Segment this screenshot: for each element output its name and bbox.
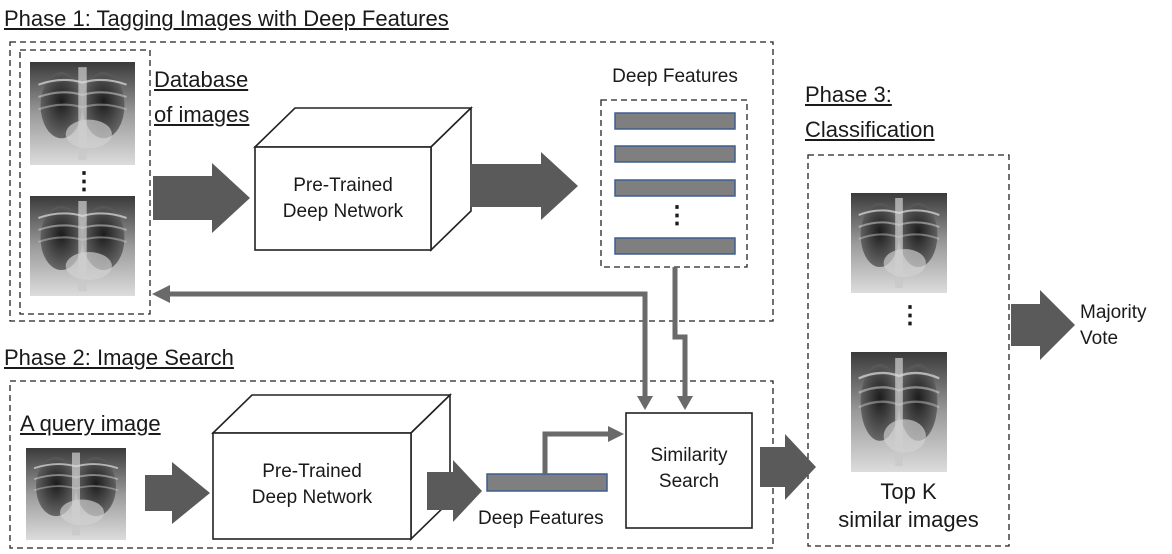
result-xray-image-2 xyxy=(849,350,949,474)
arrow-network-to-query-features xyxy=(427,460,482,522)
phase1-title: Phase 1: Tagging Images with Deep Featur… xyxy=(4,6,449,31)
similarity-search-line2: Search xyxy=(658,471,720,492)
arrow-query-features-to-search xyxy=(542,431,610,474)
result-xray-image-1 xyxy=(850,192,948,294)
query-feature-bar xyxy=(486,473,608,492)
query-image-label: A query image xyxy=(20,411,161,436)
arrowhead xyxy=(152,285,170,303)
arrow-query-to-network xyxy=(145,462,210,524)
arrow-features-to-search xyxy=(672,267,688,398)
phase2-network-label: Pre-Trained Deep Network xyxy=(213,459,411,511)
feature-bar xyxy=(614,145,736,163)
phase2-region xyxy=(9,380,774,549)
arrow-search-to-database xyxy=(168,291,648,403)
majority-vote-line2: Vote xyxy=(1080,328,1119,349)
phase2-network-cube xyxy=(211,393,452,541)
similarity-search-box xyxy=(625,412,753,529)
phase2-network-line2: Deep Network xyxy=(251,487,373,508)
query-xray-image xyxy=(25,447,127,541)
phase1-network-line2: Deep Network xyxy=(282,201,404,222)
phase2-title: Phase 2: Image Search xyxy=(4,345,234,370)
database-xray-image-2 xyxy=(28,194,137,298)
feature-bar xyxy=(614,237,736,255)
arrow-results-to-vote xyxy=(1011,290,1075,360)
topk-line2: similar images xyxy=(838,507,979,532)
database-ellipsis: ⋮ xyxy=(72,168,96,195)
feature-bar xyxy=(614,179,736,197)
phase1-network-line1: Pre-Trained xyxy=(293,175,393,196)
topk-line1: Top K xyxy=(880,479,937,504)
phase3-title-line2: Classification xyxy=(805,117,935,142)
results-ellipsis: ⋮ xyxy=(898,302,922,329)
majority-vote-line1: Majority xyxy=(1080,302,1147,323)
phase2-network-line1: Pre-Trained xyxy=(262,461,362,482)
similarity-search-label: Similarity Search xyxy=(626,443,752,495)
arrowhead xyxy=(637,396,653,410)
database-region xyxy=(19,49,151,315)
database-label-line2: of images xyxy=(154,102,250,127)
features-ellipsis: ⋮ xyxy=(665,202,689,229)
phase1-network-label: Pre-Trained Deep Network xyxy=(255,173,431,225)
arrowhead xyxy=(608,426,624,442)
database-label-line1: Database xyxy=(154,67,249,92)
phase3-region xyxy=(807,154,1010,547)
arrowhead xyxy=(677,396,693,410)
phase2-features-label: Deep Features xyxy=(478,508,604,529)
similarity-search-line1: Similarity xyxy=(650,445,728,466)
arrow-network-to-features xyxy=(470,152,578,220)
phase1-features-label: Deep Features xyxy=(612,66,738,87)
arrow-images-to-network xyxy=(153,163,250,233)
phase1-network-cube xyxy=(253,106,473,252)
majority-vote-label: Majority Vote xyxy=(1080,300,1147,352)
database-xray-image-1 xyxy=(28,60,137,167)
feature-bar xyxy=(614,112,736,130)
phase3-title-line1: Phase 3: xyxy=(805,82,892,107)
topk-label: Top K similar images xyxy=(808,478,1009,534)
arrow-search-to-results xyxy=(760,434,816,500)
phase1-region xyxy=(9,41,774,322)
